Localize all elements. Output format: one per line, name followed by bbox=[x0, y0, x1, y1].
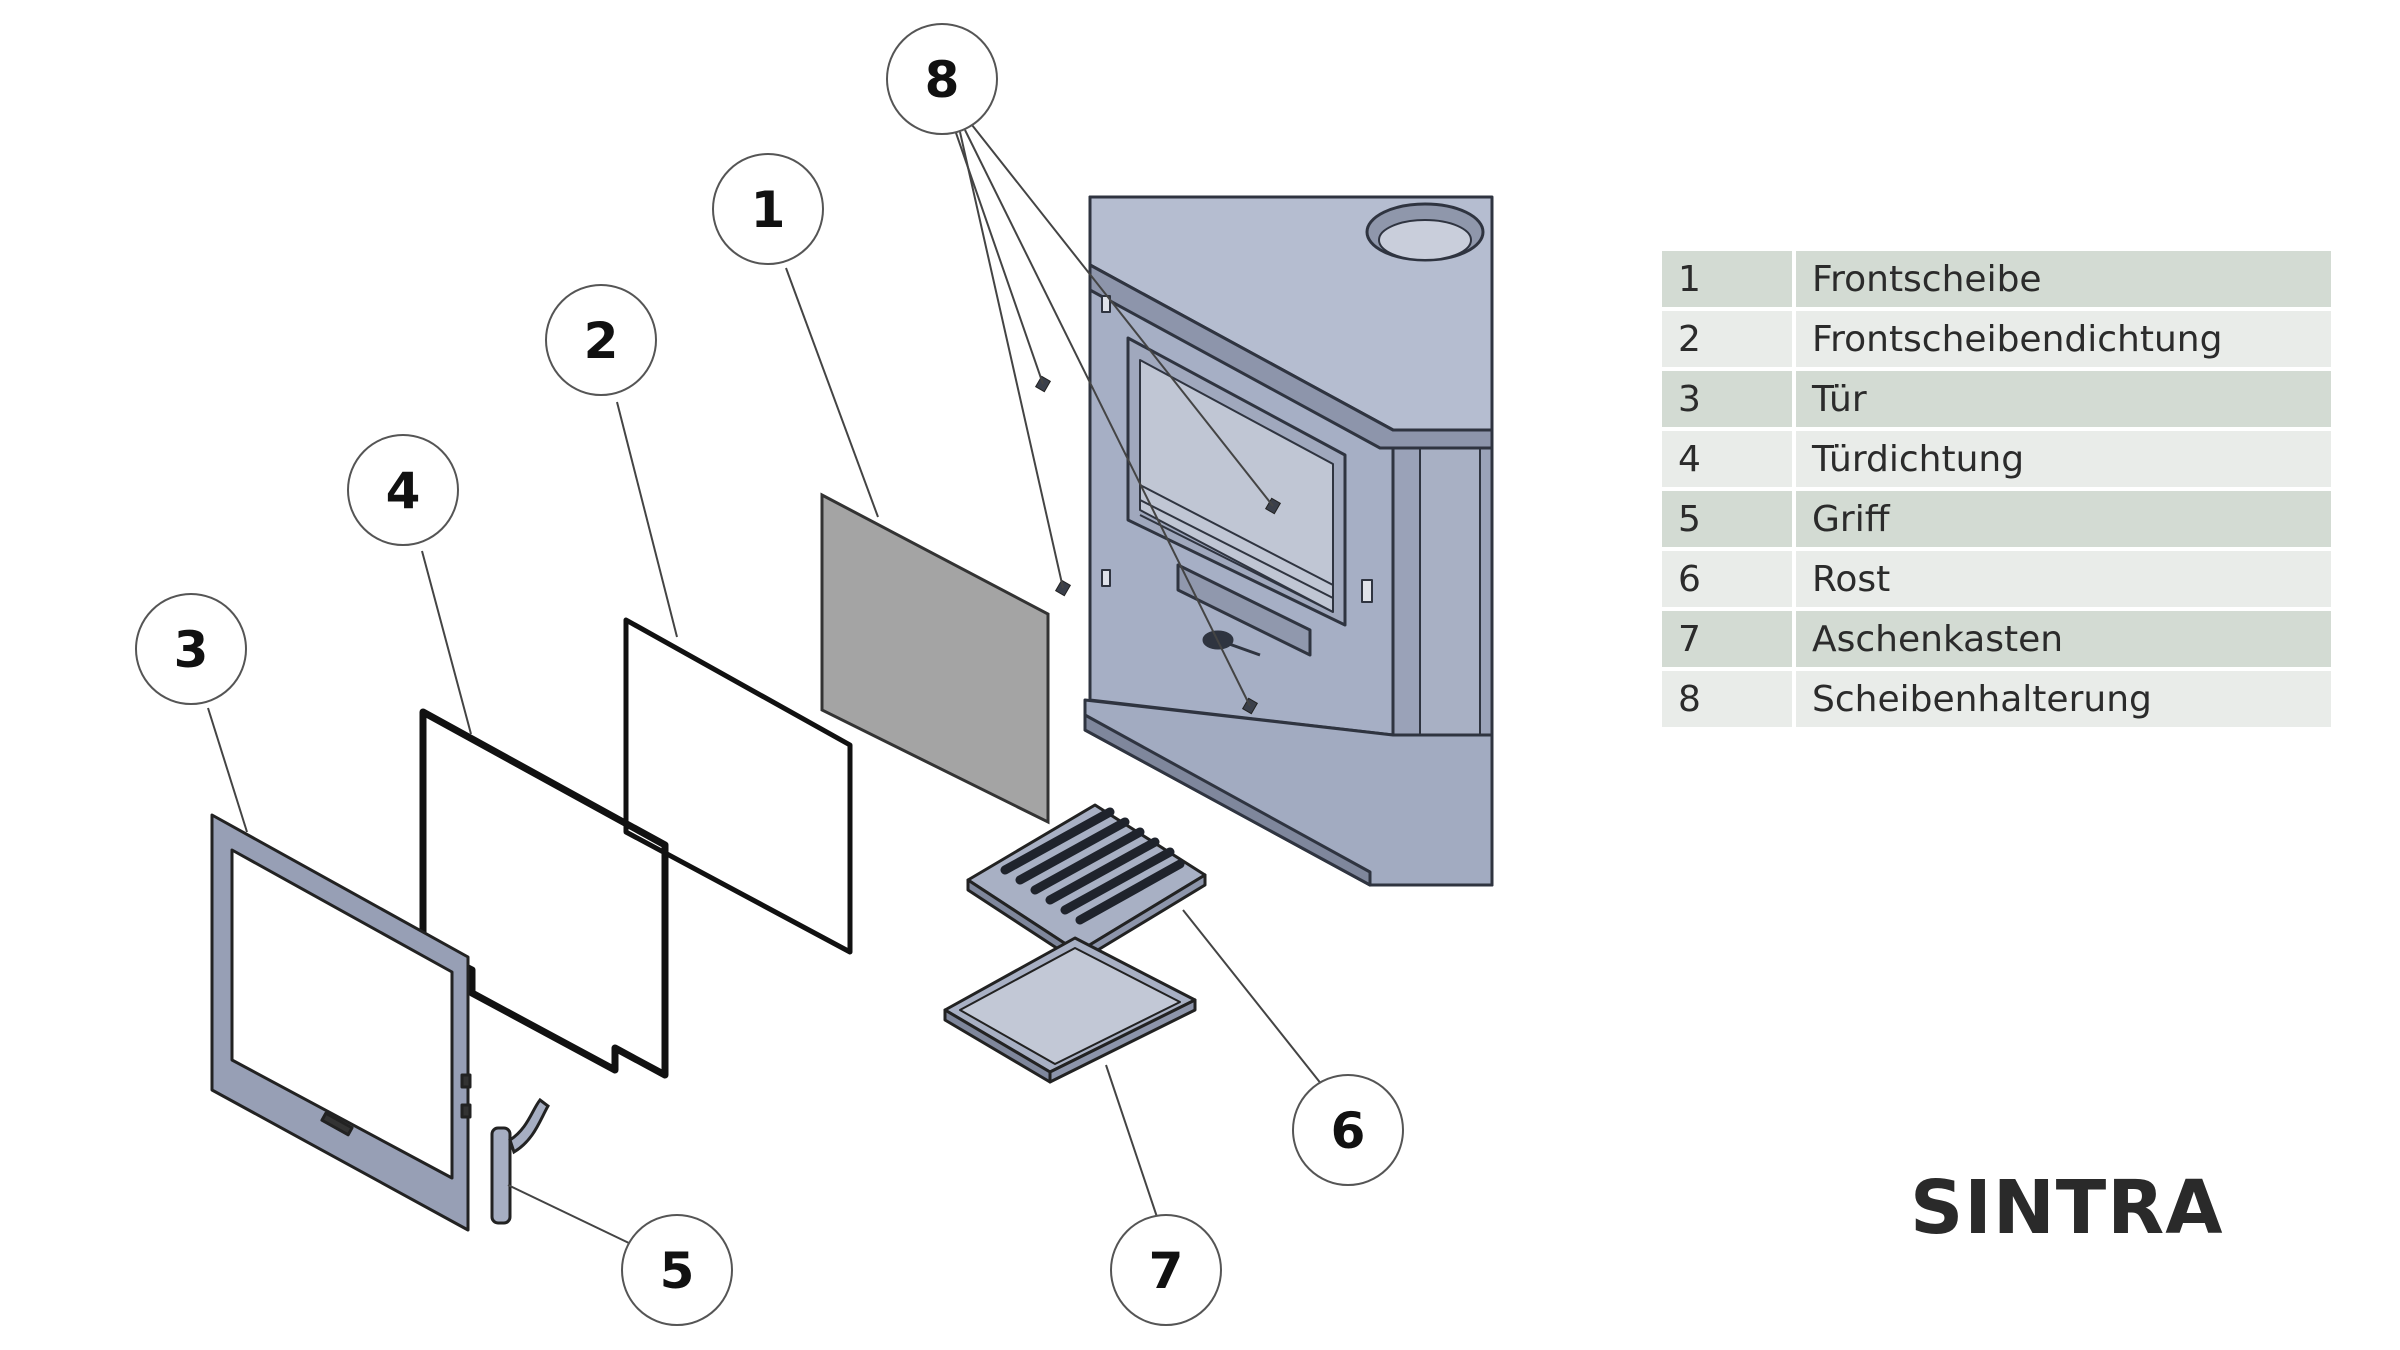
part-name: Rost bbox=[1796, 551, 2331, 607]
leader-line-1 bbox=[785, 267, 879, 518]
leader-line-8c bbox=[964, 129, 1251, 707]
leader-line-5 bbox=[507, 1184, 632, 1245]
callout-1: 1 bbox=[712, 153, 824, 265]
callout-label: 1 bbox=[751, 181, 786, 239]
callout-label: 3 bbox=[174, 621, 209, 679]
front-glass-part bbox=[820, 492, 1050, 825]
leader-line-3 bbox=[207, 707, 248, 833]
part-number: 5 bbox=[1662, 491, 1796, 547]
table-row: 8 Scheibenhalterung bbox=[1662, 671, 2331, 727]
callout-8: 8 bbox=[886, 23, 998, 135]
leader-line-6 bbox=[1182, 909, 1327, 1091]
part-number: 1 bbox=[1662, 251, 1796, 307]
model-name: SINTRA bbox=[1910, 1165, 2224, 1251]
parts-legend-table: 1 Frontscheibe 2 Frontscheibendichtung 3… bbox=[1662, 247, 2331, 731]
door-part bbox=[210, 813, 472, 1232]
callout-5: 5 bbox=[621, 1214, 733, 1326]
part-number: 8 bbox=[1662, 671, 1796, 727]
grate-part bbox=[966, 803, 1207, 964]
part-number: 3 bbox=[1662, 371, 1796, 427]
leader-line-8b bbox=[959, 131, 1064, 589]
leader-line-4 bbox=[421, 550, 472, 735]
callout-2: 2 bbox=[545, 284, 657, 396]
part-name: Türdichtung bbox=[1796, 431, 2331, 487]
part-name: Frontscheibe bbox=[1796, 251, 2331, 307]
table-row: 5 Griff bbox=[1662, 491, 2331, 547]
part-name: Scheibenhalterung bbox=[1796, 671, 2331, 727]
stove-body bbox=[1083, 195, 1494, 887]
callout-7: 7 bbox=[1110, 1214, 1222, 1326]
callout-label: 5 bbox=[660, 1242, 695, 1300]
glass-gasket-part bbox=[623, 617, 853, 955]
part-name: Tür bbox=[1796, 371, 2331, 427]
ashpan-part bbox=[943, 936, 1197, 1084]
ash-slot bbox=[1176, 563, 1312, 657]
callout-label: 8 bbox=[925, 51, 960, 109]
table-row: 7 Aschenkasten bbox=[1662, 611, 2331, 667]
table-row: 3 Tür bbox=[1662, 371, 2331, 427]
callout-label: 2 bbox=[584, 312, 619, 370]
leader-line-8d bbox=[971, 124, 1274, 507]
table-row: 4 Türdichtung bbox=[1662, 431, 2331, 487]
callout-6: 6 bbox=[1292, 1074, 1404, 1186]
handle-part bbox=[490, 1097, 550, 1225]
table-row: 2 Frontscheibendichtung bbox=[1662, 311, 2331, 367]
part-name: Griff bbox=[1796, 491, 2331, 547]
leader-line-2 bbox=[616, 401, 678, 638]
part-number: 6 bbox=[1662, 551, 1796, 607]
callout-3: 3 bbox=[135, 593, 247, 705]
part-name: Frontscheibendichtung bbox=[1796, 311, 2331, 367]
callout-label: 7 bbox=[1149, 1242, 1184, 1300]
table-row: 1 Frontscheibe bbox=[1662, 251, 2331, 307]
callout-label: 4 bbox=[386, 462, 421, 520]
table-row: 6 Rost bbox=[1662, 551, 2331, 607]
part-number: 7 bbox=[1662, 611, 1796, 667]
part-number: 4 bbox=[1662, 431, 1796, 487]
part-name: Aschenkasten bbox=[1796, 611, 2331, 667]
callout-label: 6 bbox=[1331, 1102, 1366, 1160]
part-number: 2 bbox=[1662, 311, 1796, 367]
leader-line-7 bbox=[1105, 1064, 1159, 1221]
callout-4: 4 bbox=[347, 434, 459, 546]
leader-lines bbox=[207, 124, 1327, 1245]
